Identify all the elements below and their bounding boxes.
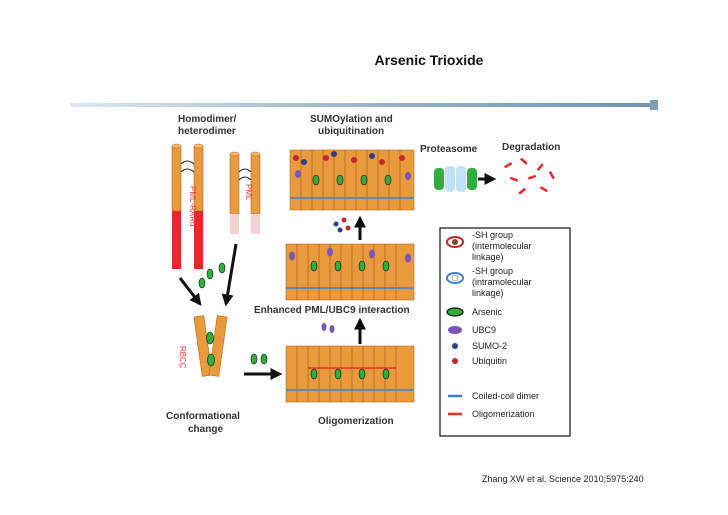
arsenic-molecule: [206, 268, 214, 280]
legend-ubiquitin: Ubiquitin: [472, 356, 507, 366]
pml-label: PML: [244, 184, 253, 201]
legend-ubc9: UBC9: [472, 325, 496, 335]
legend-oligomerization: Oligomerization: [472, 409, 535, 419]
ubiquitin-dot: [341, 217, 347, 223]
pml-rara-dimer: [171, 143, 204, 269]
homodimer-label-1: Homodimer/: [178, 114, 237, 125]
legend-sh-intra-1: -SH group: [472, 266, 513, 276]
oligomer-cluster: [285, 345, 415, 403]
proteasome-icon: [434, 166, 477, 192]
arsenic-icon: [446, 307, 464, 317]
citation: Zhang XW et al. Science 2010;5975:240: [482, 474, 644, 484]
sumo-dot: [337, 227, 343, 233]
sumoylation-label-2: ubiquitination: [318, 126, 384, 137]
arrow-to-rbcc-left: [178, 277, 202, 306]
sumo-dot: [333, 221, 339, 227]
legend-arsenic: Arsenic: [472, 307, 503, 317]
pml-rara-label: PML-RARα: [188, 186, 197, 227]
sumoylated-cluster: [289, 149, 415, 211]
mechanism-figure: Homodimer/ heterodimer PML-RARα PML RBCC…: [158, 106, 580, 440]
sh-intermolecular-icon: [446, 236, 464, 248]
ubiquitin-dot: [345, 225, 351, 231]
legend-sh-inter-2: (intermolecular: [472, 241, 532, 251]
oligomerization-label: Oligomerization: [318, 416, 394, 427]
pml-homodimer: [229, 151, 261, 234]
legend-sh-intra-3: linkage): [472, 288, 504, 298]
conformational-label-2: change: [188, 424, 223, 435]
title-rule-cap: [650, 100, 658, 110]
arsenic-molecule: [250, 353, 258, 365]
ubc9-molecule: [329, 325, 335, 333]
arrow-to-rbcc-right: [221, 243, 238, 307]
legend-sh-inter-1: -SH group: [472, 230, 513, 240]
ubc9-molecule: [321, 323, 327, 331]
proteasome-label: Proteasome: [420, 144, 478, 155]
ubiquitin-icon: [452, 358, 458, 364]
sumo2-icon: [452, 343, 458, 349]
legend-coiled-coil: Coiled-coil dimer: [472, 391, 539, 401]
sh-intramolecular-icon: [446, 272, 464, 284]
degradation-fragments: [504, 157, 555, 195]
slide-title: Arsenic Trioxide: [374, 52, 484, 68]
legend-sh-inter-3: linkage): [472, 252, 504, 262]
degradation-label: Degradation: [502, 142, 560, 153]
rbcc-label: RBCC: [178, 346, 187, 369]
title-rule: [70, 103, 658, 107]
ubc9-cluster: [285, 243, 415, 301]
legend-box: [439, 227, 571, 437]
ubc9-icon: [448, 326, 462, 334]
mechanism-diagram: Homodimer/ heterodimer PML-RARα PML RBCC…: [166, 114, 571, 437]
homodimer-label-2: heterodimer: [178, 126, 236, 137]
rbcc-dimer: [193, 315, 228, 377]
conformational-label-1: Conformational: [166, 411, 240, 422]
sumoylation-label-1: SUMOylation and: [310, 114, 393, 125]
arsenic-molecule: [198, 277, 206, 289]
legend-sumo2: SUMO-2: [472, 341, 507, 351]
arsenic-molecule: [218, 262, 226, 274]
legend-sh-intra-2: (intramolecular: [472, 277, 532, 287]
arsenic-molecule: [260, 353, 268, 365]
enhanced-interaction-label: Enhanced PML/UBC9 interaction: [254, 305, 410, 316]
